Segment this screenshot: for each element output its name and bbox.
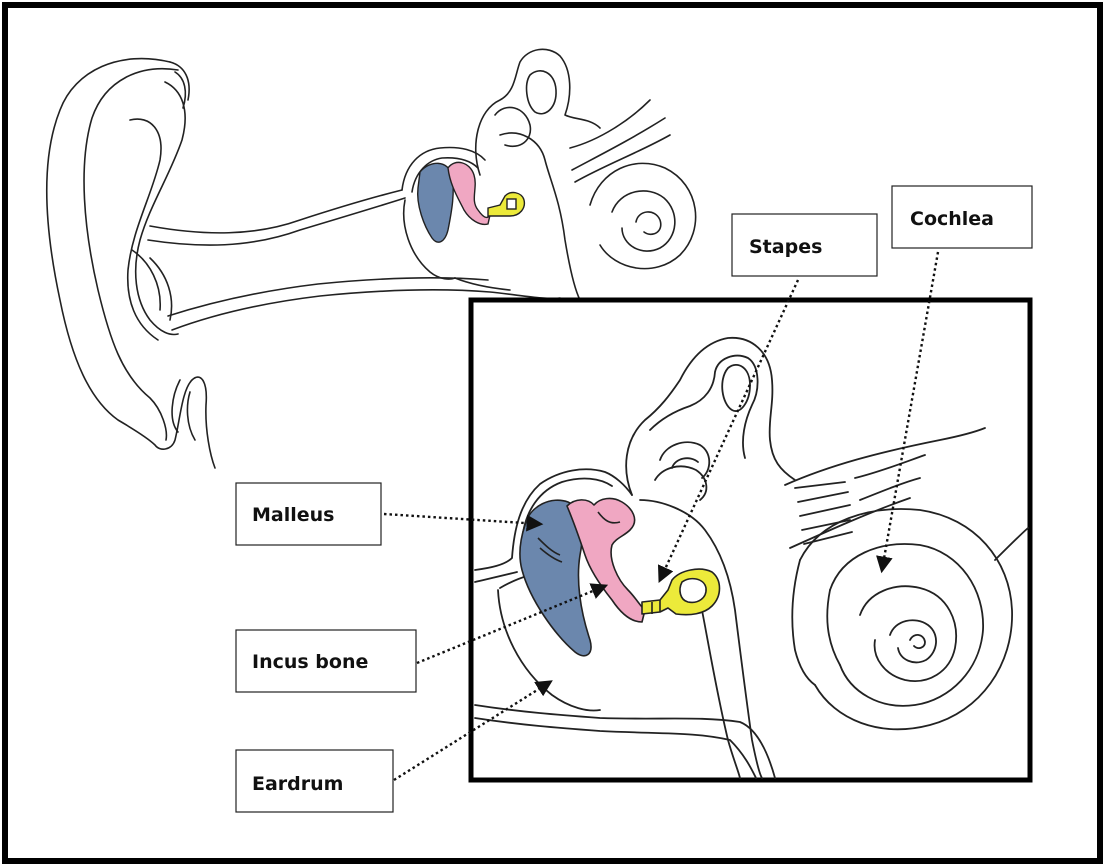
cochlea-label: Cochlea	[910, 208, 994, 230]
eardrum-label: Eardrum	[252, 773, 343, 795]
stapes-label: Stapes	[749, 236, 822, 258]
incus-label: Incus bone	[252, 651, 368, 673]
stapes-zoom-hole	[680, 579, 706, 603]
malleus-label: Malleus	[252, 504, 334, 526]
stapes-small-hole	[507, 199, 516, 209]
